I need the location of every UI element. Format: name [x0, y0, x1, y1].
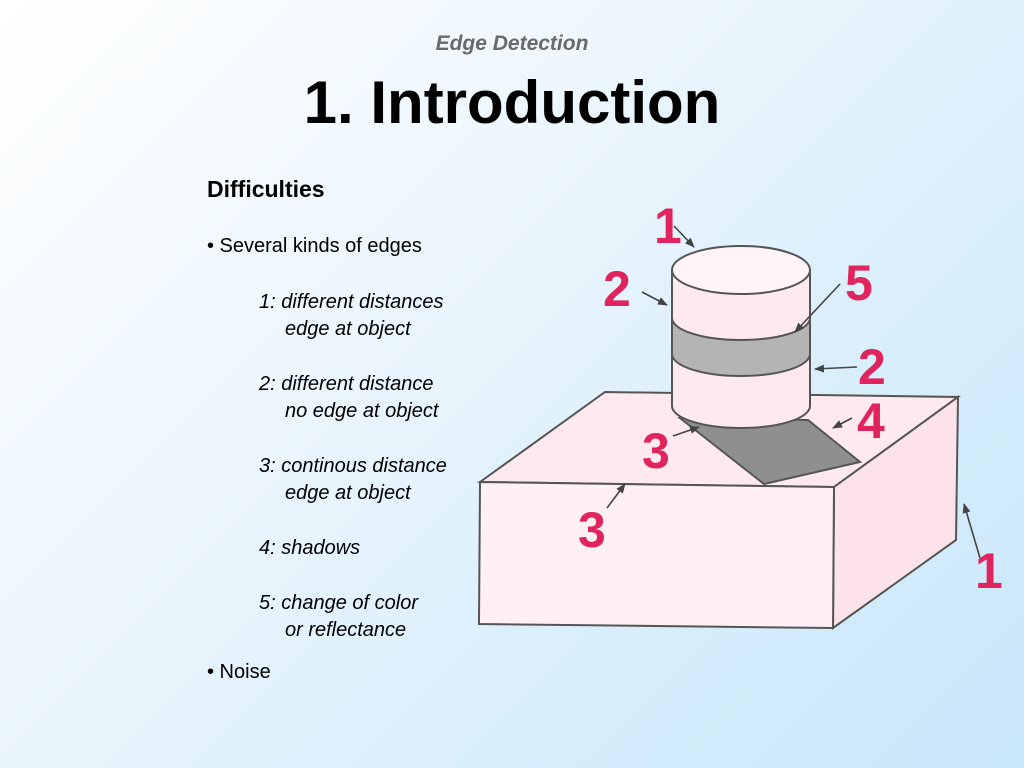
label-3-mid: 3 [642, 423, 670, 479]
arrow [962, 503, 981, 559]
slide-subtitle: Edge Detection [435, 32, 589, 55]
cylinder-band [671, 317, 811, 377]
arrow [641, 291, 668, 306]
bullet-noise: • Noise [207, 661, 271, 683]
list-item: 1: different distances edge at object [259, 289, 444, 343]
item-subline: edge at object [285, 482, 411, 504]
list-item: 5: change of color or reflectance [259, 590, 418, 644]
arrow [673, 225, 695, 248]
section-heading: Difficulties [207, 176, 325, 202]
item-line: 2: different distance [259, 373, 434, 395]
label-2-left: 2 [603, 261, 631, 317]
arrow [606, 483, 626, 509]
item-subline: or reflectance [285, 619, 407, 641]
label-2-right: 2 [858, 339, 886, 395]
list-item: 3: continous distance edge at object [259, 453, 447, 507]
bullet-edges: • Several kinds of edges [207, 235, 422, 257]
list-item: 2: different distance no edge at object [259, 371, 438, 425]
cylinder-top [671, 245, 811, 295]
item-line: 1: different distances [259, 291, 444, 313]
item-subline: no edge at object [285, 400, 439, 422]
label-1-right: 1 [975, 543, 1003, 599]
arrow [672, 426, 700, 437]
arrow [832, 417, 853, 429]
item-line: 4: shadows [259, 537, 361, 559]
arrow [814, 364, 858, 373]
list-item: 4: shadows [259, 535, 360, 562]
item-subline: edge at object [285, 318, 411, 340]
label-1-top: 1 [654, 198, 682, 254]
label-5: 5 [845, 255, 873, 311]
slide-title: 1. Introduction [303, 69, 721, 136]
item-line: 5: change of color [259, 592, 418, 614]
box-front-face [477, 480, 836, 630]
arrow [794, 283, 841, 333]
label-3-low: 3 [578, 502, 606, 558]
item-line: 3: continous distance [259, 455, 447, 477]
label-4: 4 [857, 393, 885, 449]
